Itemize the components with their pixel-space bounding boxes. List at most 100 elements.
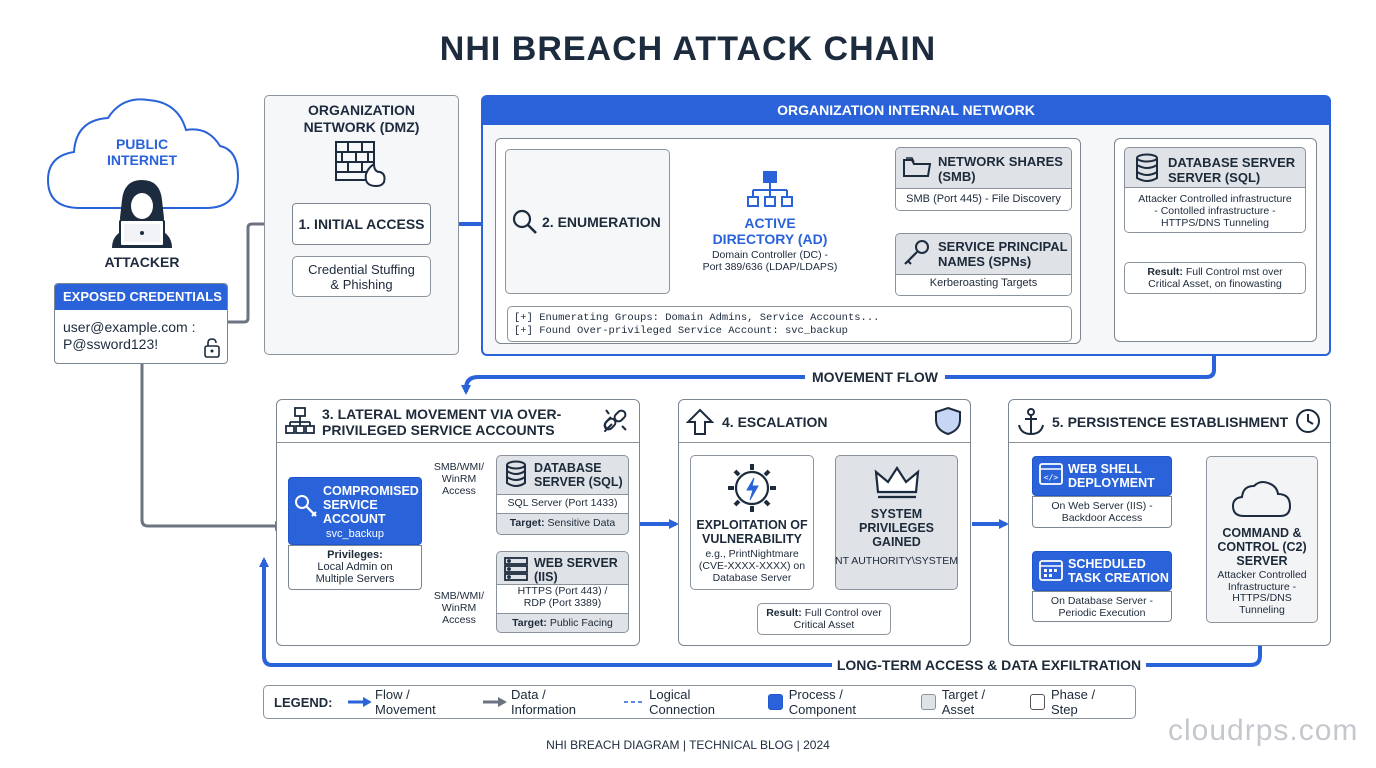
cloud-icon (1231, 481, 1292, 517)
crown-icon (874, 465, 920, 499)
attacker-label: ATTACKER (104, 254, 180, 270)
network-hierarchy-icon (285, 407, 315, 434)
lateral-db-box (496, 455, 629, 535)
web-shell-desc: On Web Server (IIS) - Backdoor Access (1051, 500, 1153, 524)
legend-process: Process / Component (788, 687, 856, 717)
lateral-web-target-label: Target: (512, 617, 547, 629)
legend-phase-swatch (1029, 694, 1045, 710)
console-output: [+] Enumerating Groups: Domain Admins, S… (507, 306, 1072, 342)
cloud-icon (46, 98, 240, 209)
web-shell-title: WEB SHELL DEPLOYMENT (1068, 462, 1155, 490)
code-window-icon: </> (1039, 463, 1063, 485)
c2-server-box (1206, 456, 1318, 623)
gear-bolt-icon (728, 464, 776, 512)
enumeration-box (505, 149, 670, 294)
ad-desc: Domain Controller (DC) - Port 389/636 (L… (702, 249, 838, 273)
initial-access-box: 1. INITIAL ACCESS (292, 203, 431, 245)
scheduled-task-desc: On Database Server - Periodic Execution (1050, 595, 1154, 619)
network-shares-title: NETWORK SHARES (SMB) (938, 154, 1063, 184)
footer: NHI BREACH DIAGRAM | TECHNICAL BLOG | 20… (546, 738, 830, 752)
legend-label: LEGEND: (274, 694, 333, 710)
calendar-icon (1039, 560, 1063, 581)
spn-box (895, 233, 1072, 296)
system-privileges-title: SYSTEM PRIVILEGES GAINED (858, 507, 935, 549)
internal-network-title: ORGANIZATION INTERNAL NETWORK (777, 102, 1035, 118)
public-internet-label: PUBLIC INTERNET (107, 136, 177, 168)
initial-access-method-box: Credential Stuffing & Phishing (292, 256, 431, 297)
exploit-title: EXPLOITATION OF VULNERABILITY (696, 518, 808, 546)
legend: LEGEND: Flow / Movement Data / Informati… (263, 685, 1136, 719)
lateral-web-title: WEB SERVER (IIS) (534, 556, 618, 584)
legend-process-swatch (767, 694, 783, 710)
server-rack-icon (504, 557, 528, 581)
db-result-box: Result: Full Control mst over Critical A… (1124, 262, 1306, 294)
arrow-up-icon (686, 408, 714, 435)
network-shares-desc: SMB (Port 445) - File Discovery (906, 193, 1061, 205)
initial-access-label: 1. INITIAL ACCESS (298, 216, 425, 232)
console-line-1: [+] Enumerating Groups: Domain Admins, S… (514, 312, 880, 324)
legend-target-swatch (920, 694, 936, 710)
clock-icon (1296, 409, 1320, 433)
exposed-credentials-header: EXPOSED CREDENTIALS (55, 284, 227, 310)
enumeration-label: 2. ENUMERATION (542, 214, 661, 230)
db-result-text: Full Control mst over Critical Asset, on… (1148, 266, 1283, 290)
legend-flow-arrow-icon (347, 697, 372, 707)
broken-link-icon (603, 409, 627, 432)
exploit-desc: e.g., PrintNightmare (CVE-XXXX-XXXX) on … (698, 548, 806, 584)
exposed-credentials-card: EXPOSED CREDENTIALS user@example.com : P… (54, 283, 228, 364)
legend-data-arrow-icon (483, 697, 507, 707)
spn-desc: Kerberoasting Targets (929, 277, 1038, 289)
directory-tree-icon (747, 171, 793, 207)
system-privileges-desc: NT AUTHORITY\SYSTEM (835, 555, 958, 567)
legend-dashed-line-icon (623, 701, 646, 703)
db-server-title: DATABASE SERVER SERVER (SQL) (1168, 155, 1296, 185)
web-shell-desc-box: On Web Server (IIS) - Backdoor Access (1032, 496, 1172, 528)
legend-target: Target / Asset (941, 687, 986, 717)
exposed-credentials-value: user@example.com : P@ssword123! (63, 319, 196, 352)
movement-flow-label: MOVEMENT FLOW (805, 369, 945, 385)
database-icon (1136, 153, 1158, 182)
escalation-result-text: Full Control over Critical Asset (793, 607, 882, 631)
privileges-label: Privileges: (327, 549, 383, 561)
lateral-db-target-label: Target: (509, 517, 545, 529)
smb-access-label-1: SMB/WMI/ WinRM Access (424, 461, 494, 497)
web-shell-box[interactable] (1032, 456, 1172, 496)
escalation-result-box: Result: Full Control over Critical Asset (757, 603, 891, 635)
scheduled-task-title: SCHEDULED TASK CREATION (1068, 557, 1169, 585)
long-term-access-label: LONG-TERM ACCESS & DATA EXFILTRATION (832, 657, 1146, 673)
privileges-text: Local Admin on Multiple Servers (315, 561, 395, 585)
lateral-db-port: SQL Server (Port 1433) (507, 497, 618, 509)
ad-title: ACTIVE DIRECTORY (AD) (712, 215, 828, 247)
legend-logical: Logical Connection (649, 687, 715, 717)
folder-icon (903, 157, 932, 177)
legend-data: Data / Information (511, 687, 577, 717)
db-result-label: Result: (1147, 266, 1183, 278)
lateral-db-title: DATABASE SERVER (SQL) (534, 461, 623, 489)
unlock-icon (204, 338, 220, 358)
escalation-title: 4. ESCALATION (722, 414, 828, 430)
legend-phase: Phase / Step (1050, 687, 1096, 717)
firewall-icon (335, 141, 386, 188)
persistence-title: 5. PERSISTENCE ESTABLISHMENT (1052, 414, 1289, 430)
attacker-icon (112, 180, 172, 248)
legend-flow: Flow / Movement (375, 687, 436, 717)
smb-access-label-2: SMB/WMI/ WinRM Access (424, 590, 494, 626)
shield-icon (935, 406, 961, 436)
privileges-box: Privileges: Local Admin on Multiple Serv… (288, 545, 422, 590)
svg-text:</>: </> (1044, 473, 1059, 482)
escalation-result-label: Result: (766, 607, 802, 619)
key-icon (295, 495, 317, 517)
compromised-account-title: COMPROMISED SERVICE ACCOUNT (323, 484, 419, 526)
search-icon (512, 209, 537, 234)
anchor-icon (1018, 408, 1044, 436)
c2-title: COMMAND & CONTROL (C2) SERVER (1217, 526, 1307, 568)
exploit-box (690, 455, 814, 590)
c2-desc: Attacker Controlled Infrastructure - HTT… (1217, 569, 1307, 616)
watermark: cloudrps.com (1168, 714, 1359, 747)
lateral-web-ports: HTTPS (Port 443) / RDP (Port 3389) (517, 585, 608, 609)
page-title: NHI BREACH ATTACK CHAIN (439, 30, 937, 68)
dmz-title: ORGANIZATION NETWORK (DMZ) (303, 102, 420, 135)
compromised-account-name: svc_backup (325, 528, 385, 540)
database-icon (506, 460, 526, 487)
spn-title: SERVICE PRINCIPAL NAMES (SPNs) (938, 239, 1068, 269)
